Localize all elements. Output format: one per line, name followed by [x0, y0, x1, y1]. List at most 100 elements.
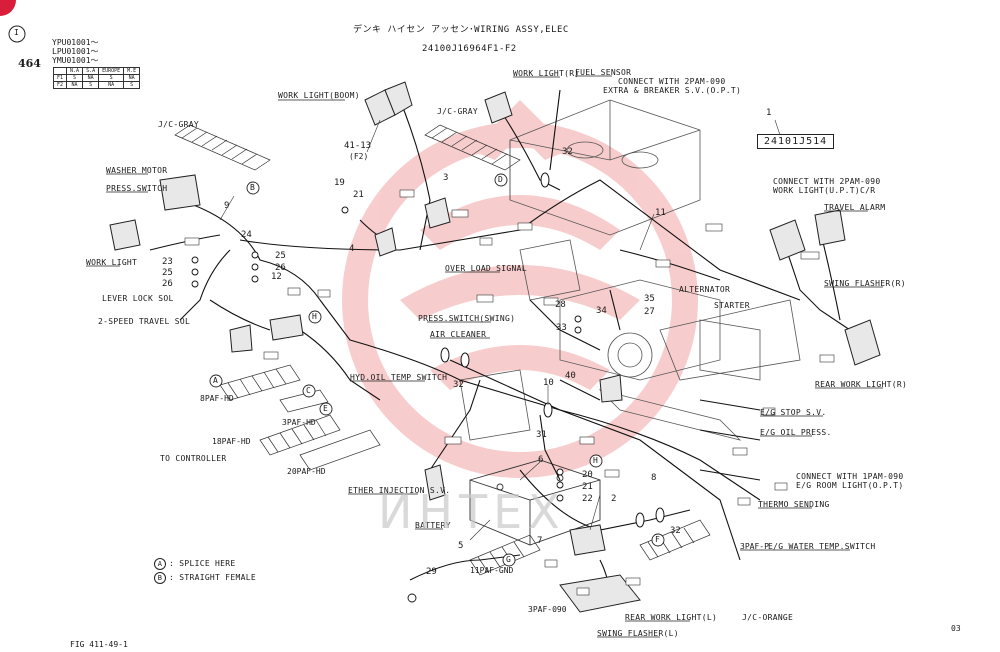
- drawing-number: 24100J16964F1-F2: [422, 44, 517, 54]
- label-lever-lock-sol: LEVER LOCK SOL: [102, 294, 174, 303]
- label-press-switch-swing: PRESS.SWITCH(SWING): [418, 314, 516, 323]
- callout-24: 24: [241, 230, 252, 240]
- callout-40: 40: [565, 371, 576, 381]
- serial-1: YPU01001～: [52, 38, 99, 47]
- label-eg-oil-press: E/G OIL PRESS.: [760, 428, 832, 437]
- label-fuel-sensor: FUEL SENSOR: [575, 68, 632, 77]
- callout-19: 19: [334, 178, 345, 188]
- watermark-text: ИНТЕХ: [378, 485, 566, 539]
- label-washer-motor: WASHER MOTOR: [106, 166, 168, 175]
- label-connect-extra-1: CONNECT WITH 2PAM-090: [618, 77, 726, 86]
- legend-mark-a: A: [154, 558, 166, 570]
- callout-25b: 25: [162, 268, 173, 278]
- label-swing-flasher-l: SWING FLASHER(L): [597, 629, 679, 638]
- callout-7: 7: [537, 536, 543, 546]
- serial-cell: F2: [52, 81, 68, 89]
- serial-cell: F1: [52, 74, 68, 82]
- legend-splice: A: SPLICE HERE: [154, 558, 236, 570]
- letter-mark-a: A: [213, 376, 218, 385]
- sheet-number: 03: [951, 624, 961, 633]
- label-jc-gray-mid: J/C-GRAY: [437, 107, 478, 116]
- label-jc-orange: J/C-ORANGE: [742, 613, 794, 622]
- callout-41-13: 41-13: [344, 141, 372, 151]
- label-sub-f2: (F2): [349, 152, 369, 161]
- callout-33: 33: [556, 323, 567, 333]
- battery-outline: [469, 459, 601, 546]
- letter-mark-f: F: [655, 535, 660, 544]
- revision-mark: I: [14, 28, 19, 37]
- legend-straight-female: B: STRAIGHT FEMALE: [154, 572, 256, 584]
- callout-22: 22: [582, 494, 593, 504]
- label-hyd-oil-temp-switch: HYD.OIL TEMP SWITCH: [350, 373, 448, 382]
- serial-2: LPU01001～: [52, 47, 99, 56]
- label-water-temp-switch: E/G WATER TEMP.SWITCH: [768, 542, 876, 551]
- callout-26b: 26: [162, 279, 173, 289]
- serial-cell: S: [66, 74, 84, 82]
- callout-11: 11: [655, 208, 666, 218]
- serial-table: N.A S.A EUROPE M.E F1 S NA S NA F2 NA S …: [52, 67, 141, 89]
- serial-3: YMU01001～: [52, 56, 99, 65]
- label-connect-room-1: CONNECT WITH 1PAM-090: [796, 472, 904, 481]
- serial-th-2: S.A: [82, 67, 100, 75]
- callout-21: 21: [353, 190, 364, 200]
- label-travel-alarm: TRAVEL ALARM: [824, 203, 886, 212]
- label-over-load-signal: OVER LOAD SIGNAL: [445, 264, 527, 273]
- watermark-emblem: [342, 100, 698, 478]
- callout-34: 34: [596, 306, 607, 316]
- callout-32b: 32: [670, 526, 681, 536]
- label-jc-gray-left: J/C-GRAY: [158, 120, 199, 129]
- drawing-title: デンキ ハイセン アッセン･WIRING ASSY,ELEC: [353, 25, 569, 35]
- callout-32: 32: [562, 147, 573, 157]
- label-work-light: WORK LIGHT: [86, 258, 138, 267]
- callout-4: 4: [349, 244, 355, 254]
- serial-cell: S: [123, 81, 141, 89]
- label-connect-wl-2: WORK LIGHT(U.P.T)C/R: [773, 186, 876, 195]
- label-rear-work-light-r: REAR WORK LIGHT(R): [815, 380, 908, 389]
- callout-10: 10: [543, 378, 554, 388]
- label-8paf-hd: 8PAF-HD: [200, 394, 234, 403]
- part-index: 1: [766, 108, 772, 118]
- letter-mark-h: H: [312, 312, 317, 321]
- legend-text-a: : SPLICE HERE: [169, 559, 236, 568]
- label-20paf-hd: 20PAF-HD: [287, 467, 326, 476]
- callout-6: 6: [538, 455, 544, 465]
- serial-cell: NA: [98, 81, 125, 89]
- letter-mark-b: B: [250, 183, 255, 192]
- serial-cell: NA: [66, 81, 84, 89]
- label-swing-flasher-r: SWING FLASHER(R): [824, 279, 906, 288]
- callout-12: 12: [271, 272, 282, 282]
- corner-badge: [0, 0, 16, 16]
- callout-2: 2: [611, 494, 617, 504]
- letter-mark-h2: H: [593, 456, 598, 465]
- serial-cell: NA: [82, 74, 100, 82]
- label-rear-work-light-l: REAR WORK LIGHT(L): [625, 613, 718, 622]
- letter-mark-g: G: [506, 555, 511, 564]
- label-thermo-sending: THERMO SENDING: [758, 500, 830, 509]
- figure-number: FIG 411-49-1: [70, 640, 128, 649]
- label-connect-extra-2: EXTRA & BREAKER S.V.(O.P.T): [603, 86, 742, 95]
- serial-cell: S: [98, 74, 125, 82]
- serial-th-1: N.A: [66, 67, 84, 75]
- label-to-controller: TO CONTROLLER: [160, 454, 227, 463]
- label-connect-room-2: E/G ROOM LIGHT(O.P.T): [796, 481, 904, 490]
- legend-text-b: : STRAIGHT FEMALE: [169, 573, 256, 582]
- legend-mark-b: B: [154, 572, 166, 584]
- callout-21b: 21: [582, 482, 593, 492]
- callout-20: 20: [582, 470, 593, 480]
- label-11paf-gnd: 11PAF-GND: [470, 566, 514, 575]
- callout-28: 28: [555, 300, 566, 310]
- label-18paf-hd: 18PAF-HD: [212, 437, 251, 446]
- callout-5: 5: [458, 541, 464, 551]
- callout-32c: 32: [453, 380, 464, 390]
- label-work-light-r: WORK LIGHT(R): [513, 69, 580, 78]
- part-number-box: 24101J514: [757, 134, 835, 149]
- label-2-speed-travel-sol: 2-SPEED TRAVEL SOL: [98, 317, 191, 326]
- page-number: 464: [18, 57, 41, 70]
- callout-8: 8: [651, 473, 657, 483]
- label-eg-stop-sv: E/G STOP S.V.: [760, 408, 827, 417]
- callout-3: 3: [443, 173, 449, 183]
- serial-th-0: [52, 67, 68, 75]
- label-work-light-boom: WORK LIGHT(BOOM): [278, 91, 360, 100]
- callout-35: 35: [644, 294, 655, 304]
